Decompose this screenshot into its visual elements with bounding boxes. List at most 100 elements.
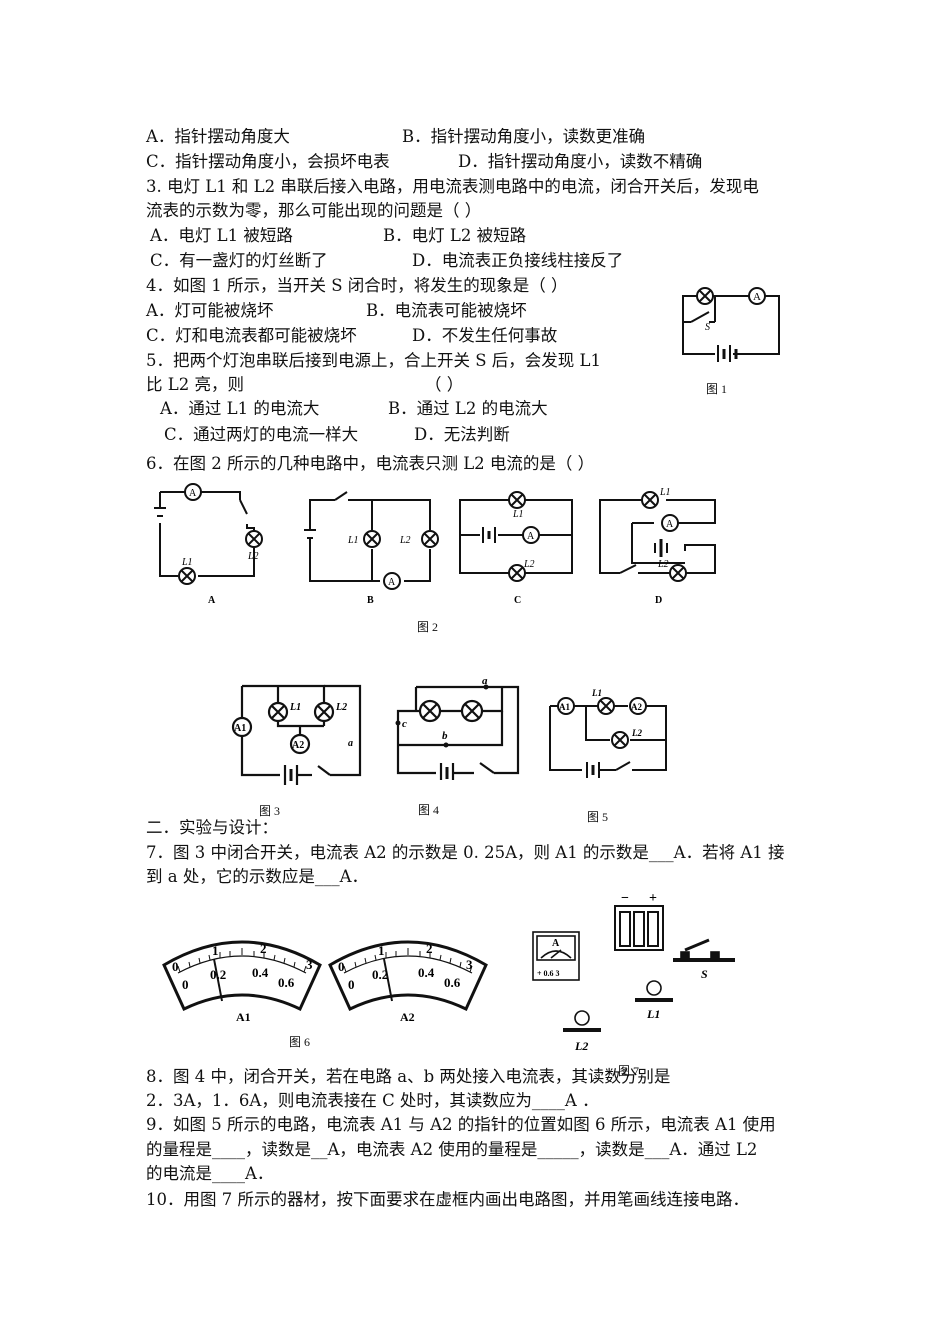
fig6-a2-scale-02: 0.2 <box>372 967 388 982</box>
figure-6-caption: 图 6 <box>289 1035 311 1049</box>
fig1-ammeter-label: A <box>753 291 761 303</box>
q7-line1: 7．图 3 中闭合开关，电流表 A2 的示数是 0. 25A，则 A1 的示数是… <box>146 843 785 862</box>
q5-option-d: D．无法判断 <box>414 425 510 444</box>
fig6-a2-scale-1: 1 <box>378 943 385 958</box>
q-prev-option-a: A．指针摆动角度大 <box>146 127 290 146</box>
q3-option-c: C．有一盏灯的灯丝断了 <box>150 251 328 270</box>
fig4-point-c: c <box>402 718 407 730</box>
fig2-a-l2: L2 <box>247 551 259 562</box>
q3-option-d: D．电流表正负接线柱接反了 <box>412 251 624 270</box>
q3-option-b: B．电灯 L2 被短路 <box>383 226 527 245</box>
q-prev-option-b: B．指针摆动角度小，读数更准确 <box>402 127 646 146</box>
figure-6-ammeters: 0 1 2 3 0 0.2 0.4 0.6 0 1 2 3 0 0.2 0.4 … <box>162 940 488 1024</box>
fig6-a1-scale-06: 0.6 <box>278 975 295 990</box>
q9-line3: 的电流是____A． <box>146 1164 274 1183</box>
fig2-label-a: A <box>208 595 216 606</box>
fig7-ammeter-label: A <box>552 938 560 949</box>
q4-option-a: A．灯可能被烧坏 <box>146 301 274 320</box>
q-prev-option-c: C．指针摆动角度小，会损坏电表 <box>146 152 390 171</box>
q5-option-b: B．通过 L2 的电流大 <box>388 399 548 418</box>
fig7-battery-minus: − <box>621 891 629 906</box>
q5-stem-line1: 5．把两个灯泡串联后接到电源上，合上开关 S 后，会发现 L1 <box>146 351 601 370</box>
q8-line2: 2．3A，1．6A，则电流表接在 C 处时，其读数应为____A ． <box>146 1091 599 1110</box>
fig2-label-c: C <box>514 595 521 606</box>
fig4-point-b: b <box>442 730 448 742</box>
fig2-d-l2: L2 <box>657 559 669 570</box>
q3-stem-line1: 3. 电灯 L1 和 L2 串联后接入电路，用电流表测电路中的电流，闭合开关后，… <box>146 177 759 196</box>
fig2-c-l2: L2 <box>523 559 535 570</box>
fig3-a2: A2 <box>292 740 304 751</box>
fig6-a1-scale-3: 3 <box>306 957 313 972</box>
fig3-a1: A1 <box>234 723 246 734</box>
section2-heading: 二．实验与设计： <box>146 818 278 837</box>
fig6-a1-scale-1: 1 <box>212 943 219 958</box>
q5-option-a: A．通过 L1 的电流大 <box>160 399 320 418</box>
fig6-a1-label: A1 <box>236 1010 251 1024</box>
fig2-b-ammeter: A <box>388 577 396 588</box>
fig6-a2-scale-04: 0.4 <box>418 965 435 980</box>
fig6-a1-scale-0: 0 <box>172 959 179 974</box>
figure-5-caption: 图 5 <box>587 810 609 824</box>
q4-option-b: B．电流表可能被烧坏 <box>366 301 527 320</box>
q9-line1: 9．如图 5 所示的电路，电流表 A1 与 A2 的指针的位置如图 6 所示，电… <box>146 1115 776 1134</box>
figure-3-caption: 图 3 <box>259 804 281 818</box>
fig7-battery-plus: + <box>649 891 657 906</box>
fig6-a1-scale-2: 2 <box>260 941 267 956</box>
fig5-a2: A2 <box>631 702 642 712</box>
fig6-a2-scale-0: 0 <box>338 959 345 974</box>
fig6-a1-scale-0-low: 0 <box>182 977 189 992</box>
fig5-l1: L1 <box>591 688 602 698</box>
fig4-point-a: a <box>482 675 488 687</box>
fig2-c-l1: L1 <box>512 509 524 520</box>
q3-option-a: A．电灯 L1 被短路 <box>150 226 293 245</box>
fig6-a2-label: A2 <box>400 1010 415 1024</box>
q4-stem: 4．如图 1 所示，当开关 S 闭合时，将发生的现象是（ ） <box>146 276 568 295</box>
fig2-c-ammeter: A <box>527 531 535 542</box>
q5-stem-line2: 比 L2 亮，则 <box>146 375 244 394</box>
fig7-switch-label: S <box>701 967 708 981</box>
fig5-a1: A1 <box>559 702 570 712</box>
figure-5-circuit: A1 L1 A2 L2 <box>549 688 667 778</box>
q5-bracket: （ ） <box>425 375 464 394</box>
q10-line1: 10．用图 7 所示的器材，按下面要求在虚框内画出电路图，并用笔画线连接电路． <box>146 1190 749 1209</box>
fig1-switch-label: S <box>705 322 710 333</box>
fig3-point-a: a <box>348 738 353 749</box>
q7-line2: 到 a 处，它的示数应是___A． <box>146 867 368 886</box>
fig7-ammeter-ranges: + 0.6 3 <box>537 969 560 978</box>
fig2-b-l1: L1 <box>347 535 359 546</box>
fig2-d-l1: L1 <box>659 487 671 498</box>
figure-3-circuit: A1 L1 L2 A2 a <box>231 684 362 785</box>
fig6-a2-scale-2: 2 <box>426 941 433 956</box>
figure-4-circuit: a b c <box>395 675 520 780</box>
figure-7-caption: 图 7 <box>618 1064 640 1078</box>
q6-stem: 6．在图 2 所示的几种电路中，电流表只测 L2 电流的是（ ） <box>146 454 595 473</box>
fig2-a-l1: L1 <box>181 557 193 568</box>
fig6-a1-scale-02: 0.2 <box>210 967 226 982</box>
figure-2-caption: 图 2 <box>417 620 439 634</box>
fig3-l1: L1 <box>289 702 301 713</box>
q3-stem-line2: 流表的示数为零，那么可能出现的问题是（ ） <box>146 201 482 220</box>
fig6-a2-scale-0-low: 0 <box>348 977 355 992</box>
q4-option-d: D．不发生任何事故 <box>412 326 558 345</box>
fig7-l1-label: L1 <box>646 1007 660 1021</box>
fig7-l2-label: L2 <box>574 1039 588 1053</box>
fig2-d-ammeter: A <box>666 519 674 530</box>
figure-4-caption: 图 4 <box>418 803 440 817</box>
figure-1-circuit: A S <box>682 287 780 362</box>
figure-7-apparatus: A + 0.6 3 − + S L1 L2 <box>532 891 735 1053</box>
fig6-a2-scale-3: 3 <box>466 957 473 972</box>
fig2-label-b: B <box>367 595 374 606</box>
q8-line1: 8．图 4 中，闭合开关，若在电路 a、b 两处接入电流表，其读数分别是 <box>146 1067 671 1086</box>
fig2-b-l2: L2 <box>399 535 411 546</box>
fig6-a2-scale-06: 0.6 <box>444 975 461 990</box>
fig6-a1-scale-04: 0.4 <box>252 965 269 980</box>
figure-1-caption: 图 1 <box>706 382 728 396</box>
fig2-label-d: D <box>655 595 662 606</box>
q-prev-option-d: D．指针摆动角度小，读数不精确 <box>458 152 703 171</box>
q5-option-c: C．通过两灯的电流一样大 <box>164 425 359 444</box>
q4-option-c: C．灯和电流表都可能被烧坏 <box>146 326 357 345</box>
fig3-l2: L2 <box>335 702 347 713</box>
fig2-a-ammeter: A <box>189 488 197 499</box>
fig5-l2: L2 <box>631 728 642 738</box>
figure-2-circuits: A L1 L2 L1 L2 A L1 A L2 L1 A L2 A B C D <box>154 483 716 606</box>
